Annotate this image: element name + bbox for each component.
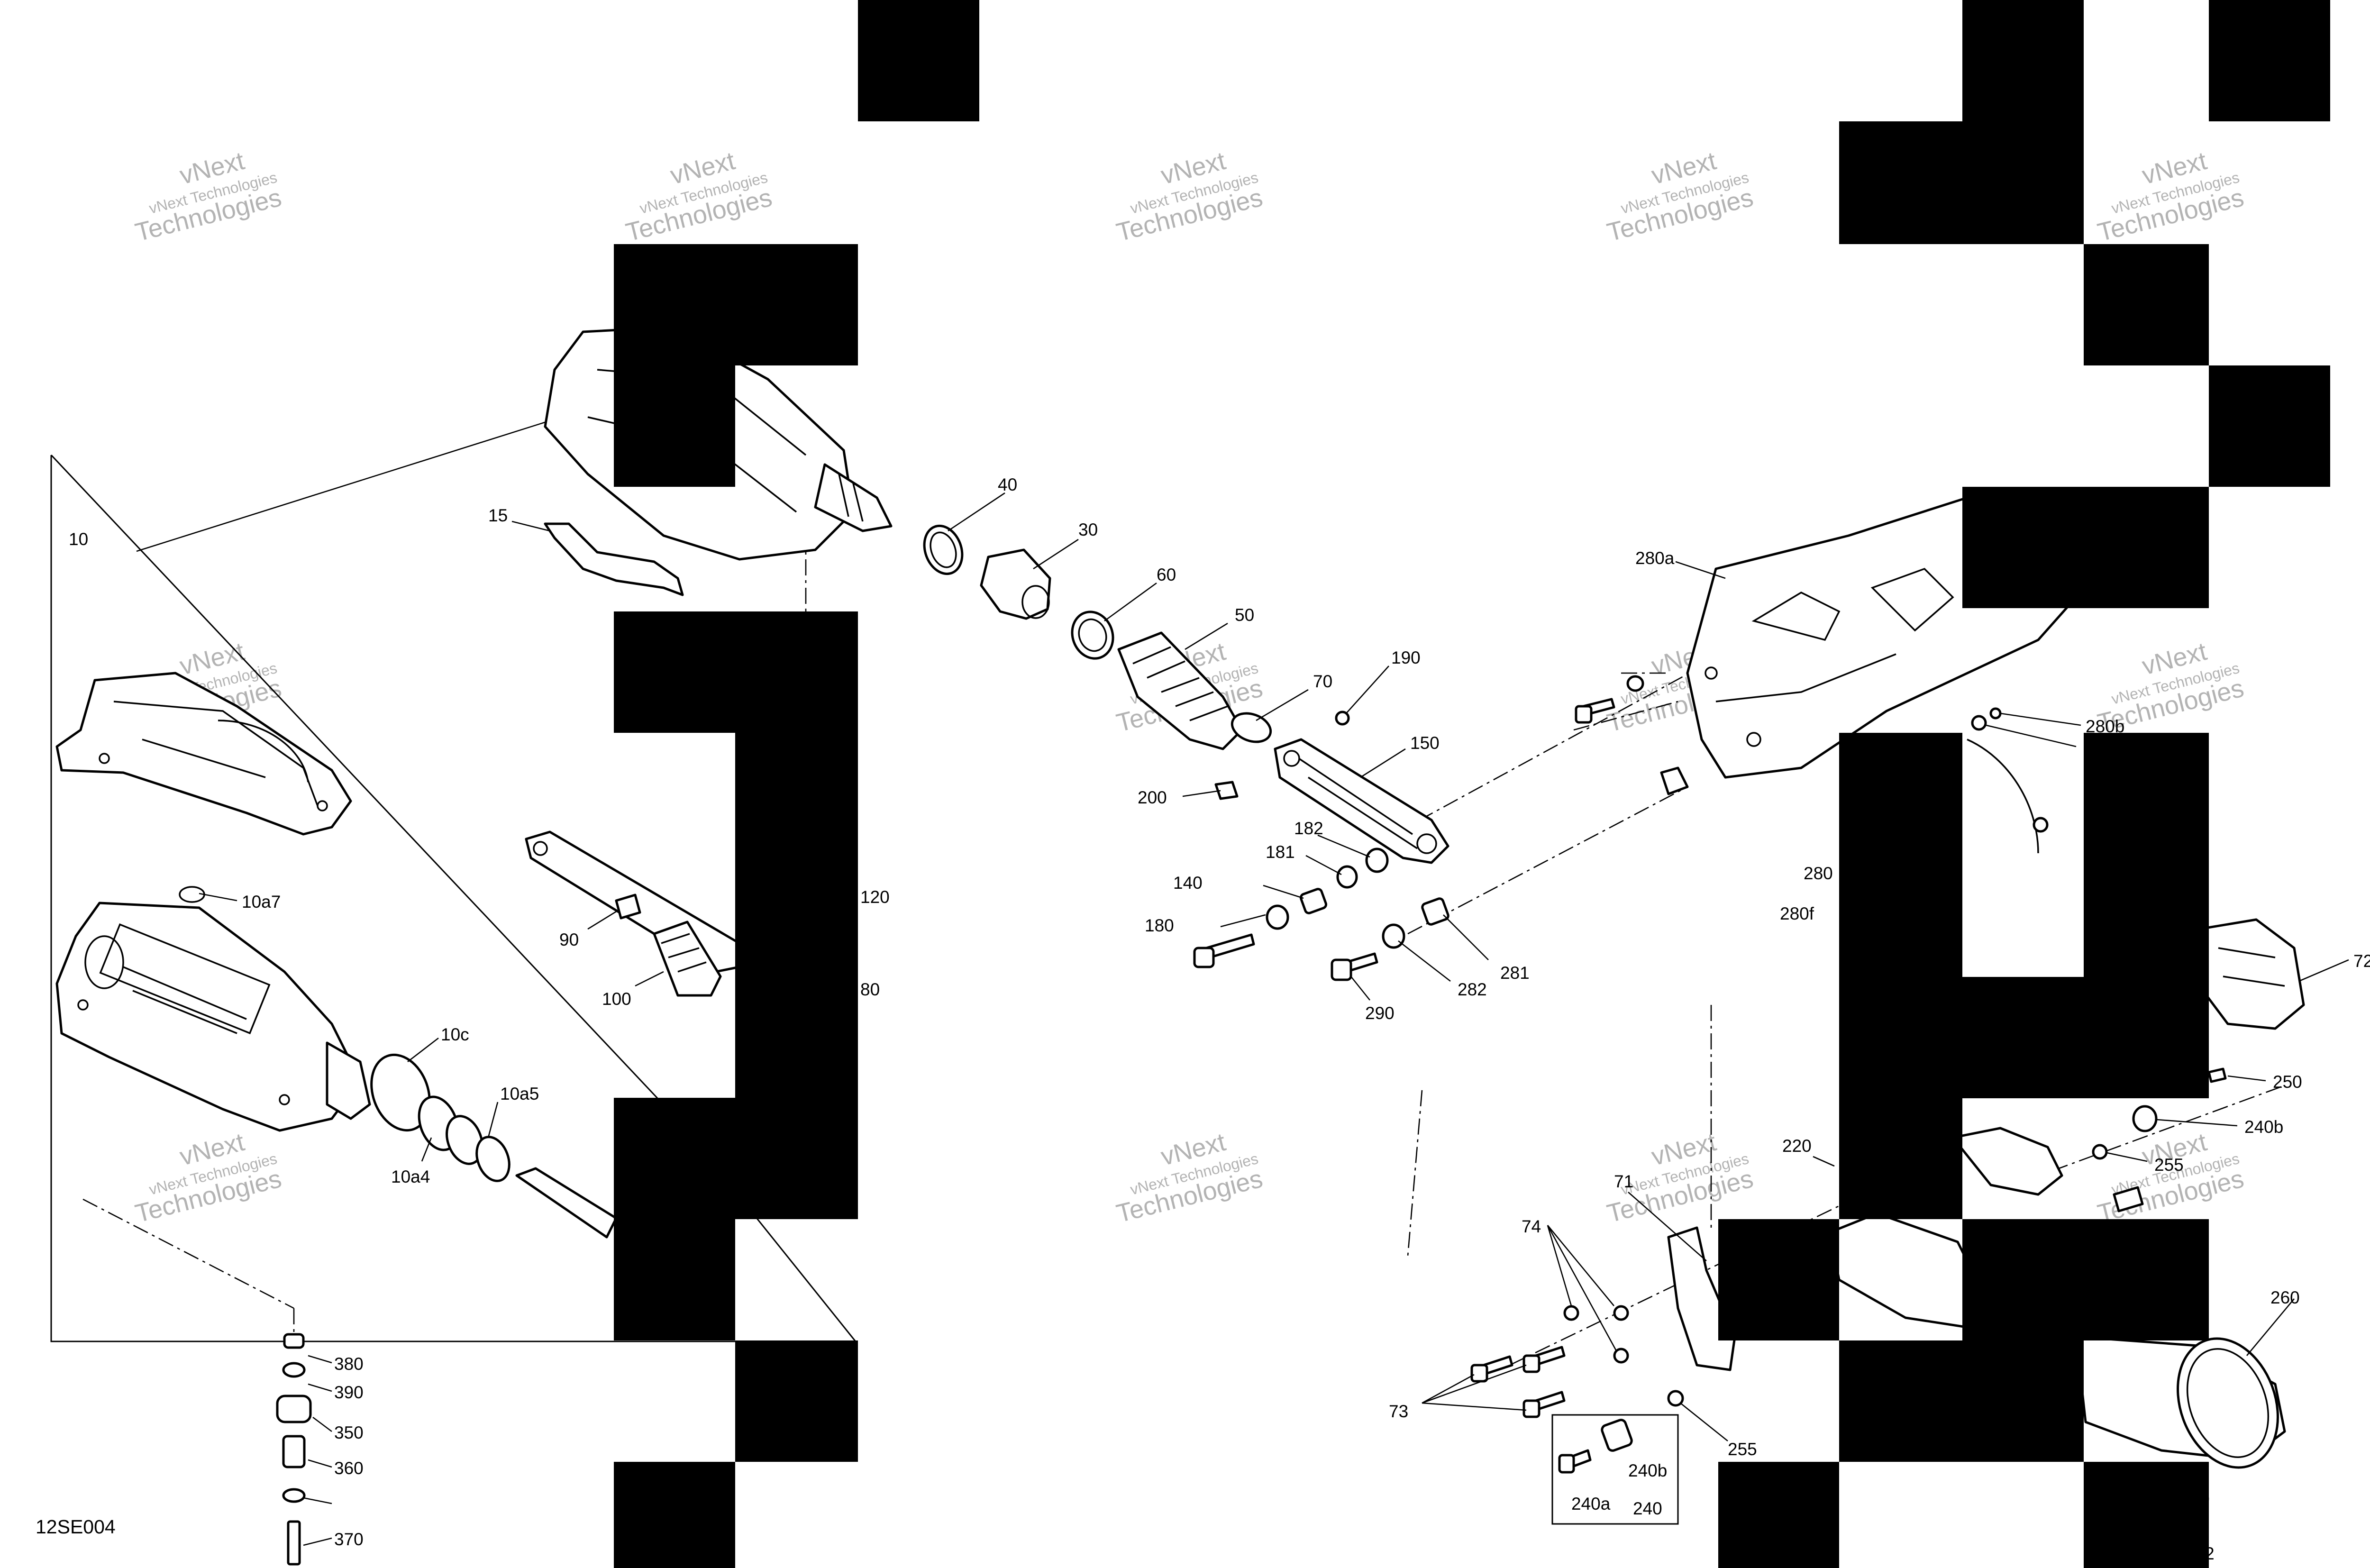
callout-255-lower: 255 <box>1728 1440 1757 1459</box>
callout-120: 120 <box>860 887 890 907</box>
seal-rings <box>179 886 510 1182</box>
callout-73: 73 <box>1389 1402 1408 1421</box>
bracket <box>544 522 684 596</box>
detail-frame <box>50 414 857 1342</box>
callout-10c: 10c <box>441 1025 469 1044</box>
callout-240a: 240a <box>1571 1494 1611 1513</box>
callout-10a7: 10a7 <box>242 892 281 912</box>
callout-220: 220 <box>1782 1136 1812 1156</box>
callout-281: 281 <box>1500 963 1530 983</box>
callout-350: 350 <box>334 1423 364 1442</box>
callout-280-lower: 280 <box>1804 864 1833 883</box>
callout-240b-kit: 240b <box>1628 1461 1667 1480</box>
callout-255-right: 255 <box>2154 1155 2184 1175</box>
callout-90: 90 <box>559 930 579 949</box>
callout-360: 360 <box>334 1459 364 1478</box>
housing-cover <box>55 672 352 836</box>
callout-10a5: 10a5 <box>500 1084 539 1103</box>
callout-10: 10 <box>69 529 88 549</box>
callout-15: 15 <box>488 506 508 525</box>
callout-200: 200 <box>1138 788 1167 807</box>
callout-260: 260 <box>2270 1288 2300 1307</box>
kit-240-box <box>1551 1414 1679 1525</box>
right-fasteners <box>1470 675 2227 1418</box>
callout-181: 181 <box>1266 842 1295 862</box>
callout-250: 250 <box>2273 1072 2302 1092</box>
callout-240b-right: 240b <box>2244 1117 2283 1137</box>
callout-30: 30 <box>1078 520 1098 539</box>
callout-80: 80 <box>860 980 880 999</box>
callout-50: 50 <box>1235 605 1254 625</box>
callout-282: 282 <box>1458 980 1487 999</box>
callout-190: 190 <box>1391 648 1421 667</box>
callout-240: 240 <box>1633 1499 1662 1518</box>
callout-180: 180 <box>1145 916 1174 935</box>
callout-70: 70 <box>1313 672 1332 691</box>
callout-labels: 10 15 40 30 60 50 70 190 150 200 182 181… <box>36 475 2370 1563</box>
callout-140: 140 <box>1173 873 1203 893</box>
supercharger-assembly-open <box>55 902 371 1132</box>
reference-code: 12SE004 <box>36 1516 116 1538</box>
mount-stack <box>276 1333 312 1566</box>
callout-390: 390 <box>334 1383 364 1402</box>
callout-182: 182 <box>1294 819 1323 838</box>
callout-290: 290 <box>1365 1003 1395 1023</box>
leader-lines <box>199 492 2349 1546</box>
steering-link-parts <box>515 830 741 1239</box>
lower-brackets <box>1667 918 2305 1371</box>
callout-370: 370 <box>334 1530 364 1549</box>
callout-280f: 280f <box>1780 904 1814 923</box>
redaction-blocks <box>614 0 2330 1568</box>
duct-pipe <box>2075 1335 2286 1469</box>
callout-40: 40 <box>998 475 1017 494</box>
callout-60: 60 <box>1157 565 1176 584</box>
callout-280a: 280a <box>1635 548 1675 568</box>
callout-72: 72 <box>2353 951 2370 971</box>
callout-10a4: 10a4 <box>391 1167 430 1186</box>
callout-100: 100 <box>602 989 631 1009</box>
callout-74: 74 <box>1522 1217 1541 1236</box>
callout-380: 380 <box>334 1354 364 1374</box>
shaft-parts <box>923 524 1449 981</box>
callout-71: 71 <box>1614 1172 1633 1191</box>
callout-150: 150 <box>1410 733 1440 753</box>
